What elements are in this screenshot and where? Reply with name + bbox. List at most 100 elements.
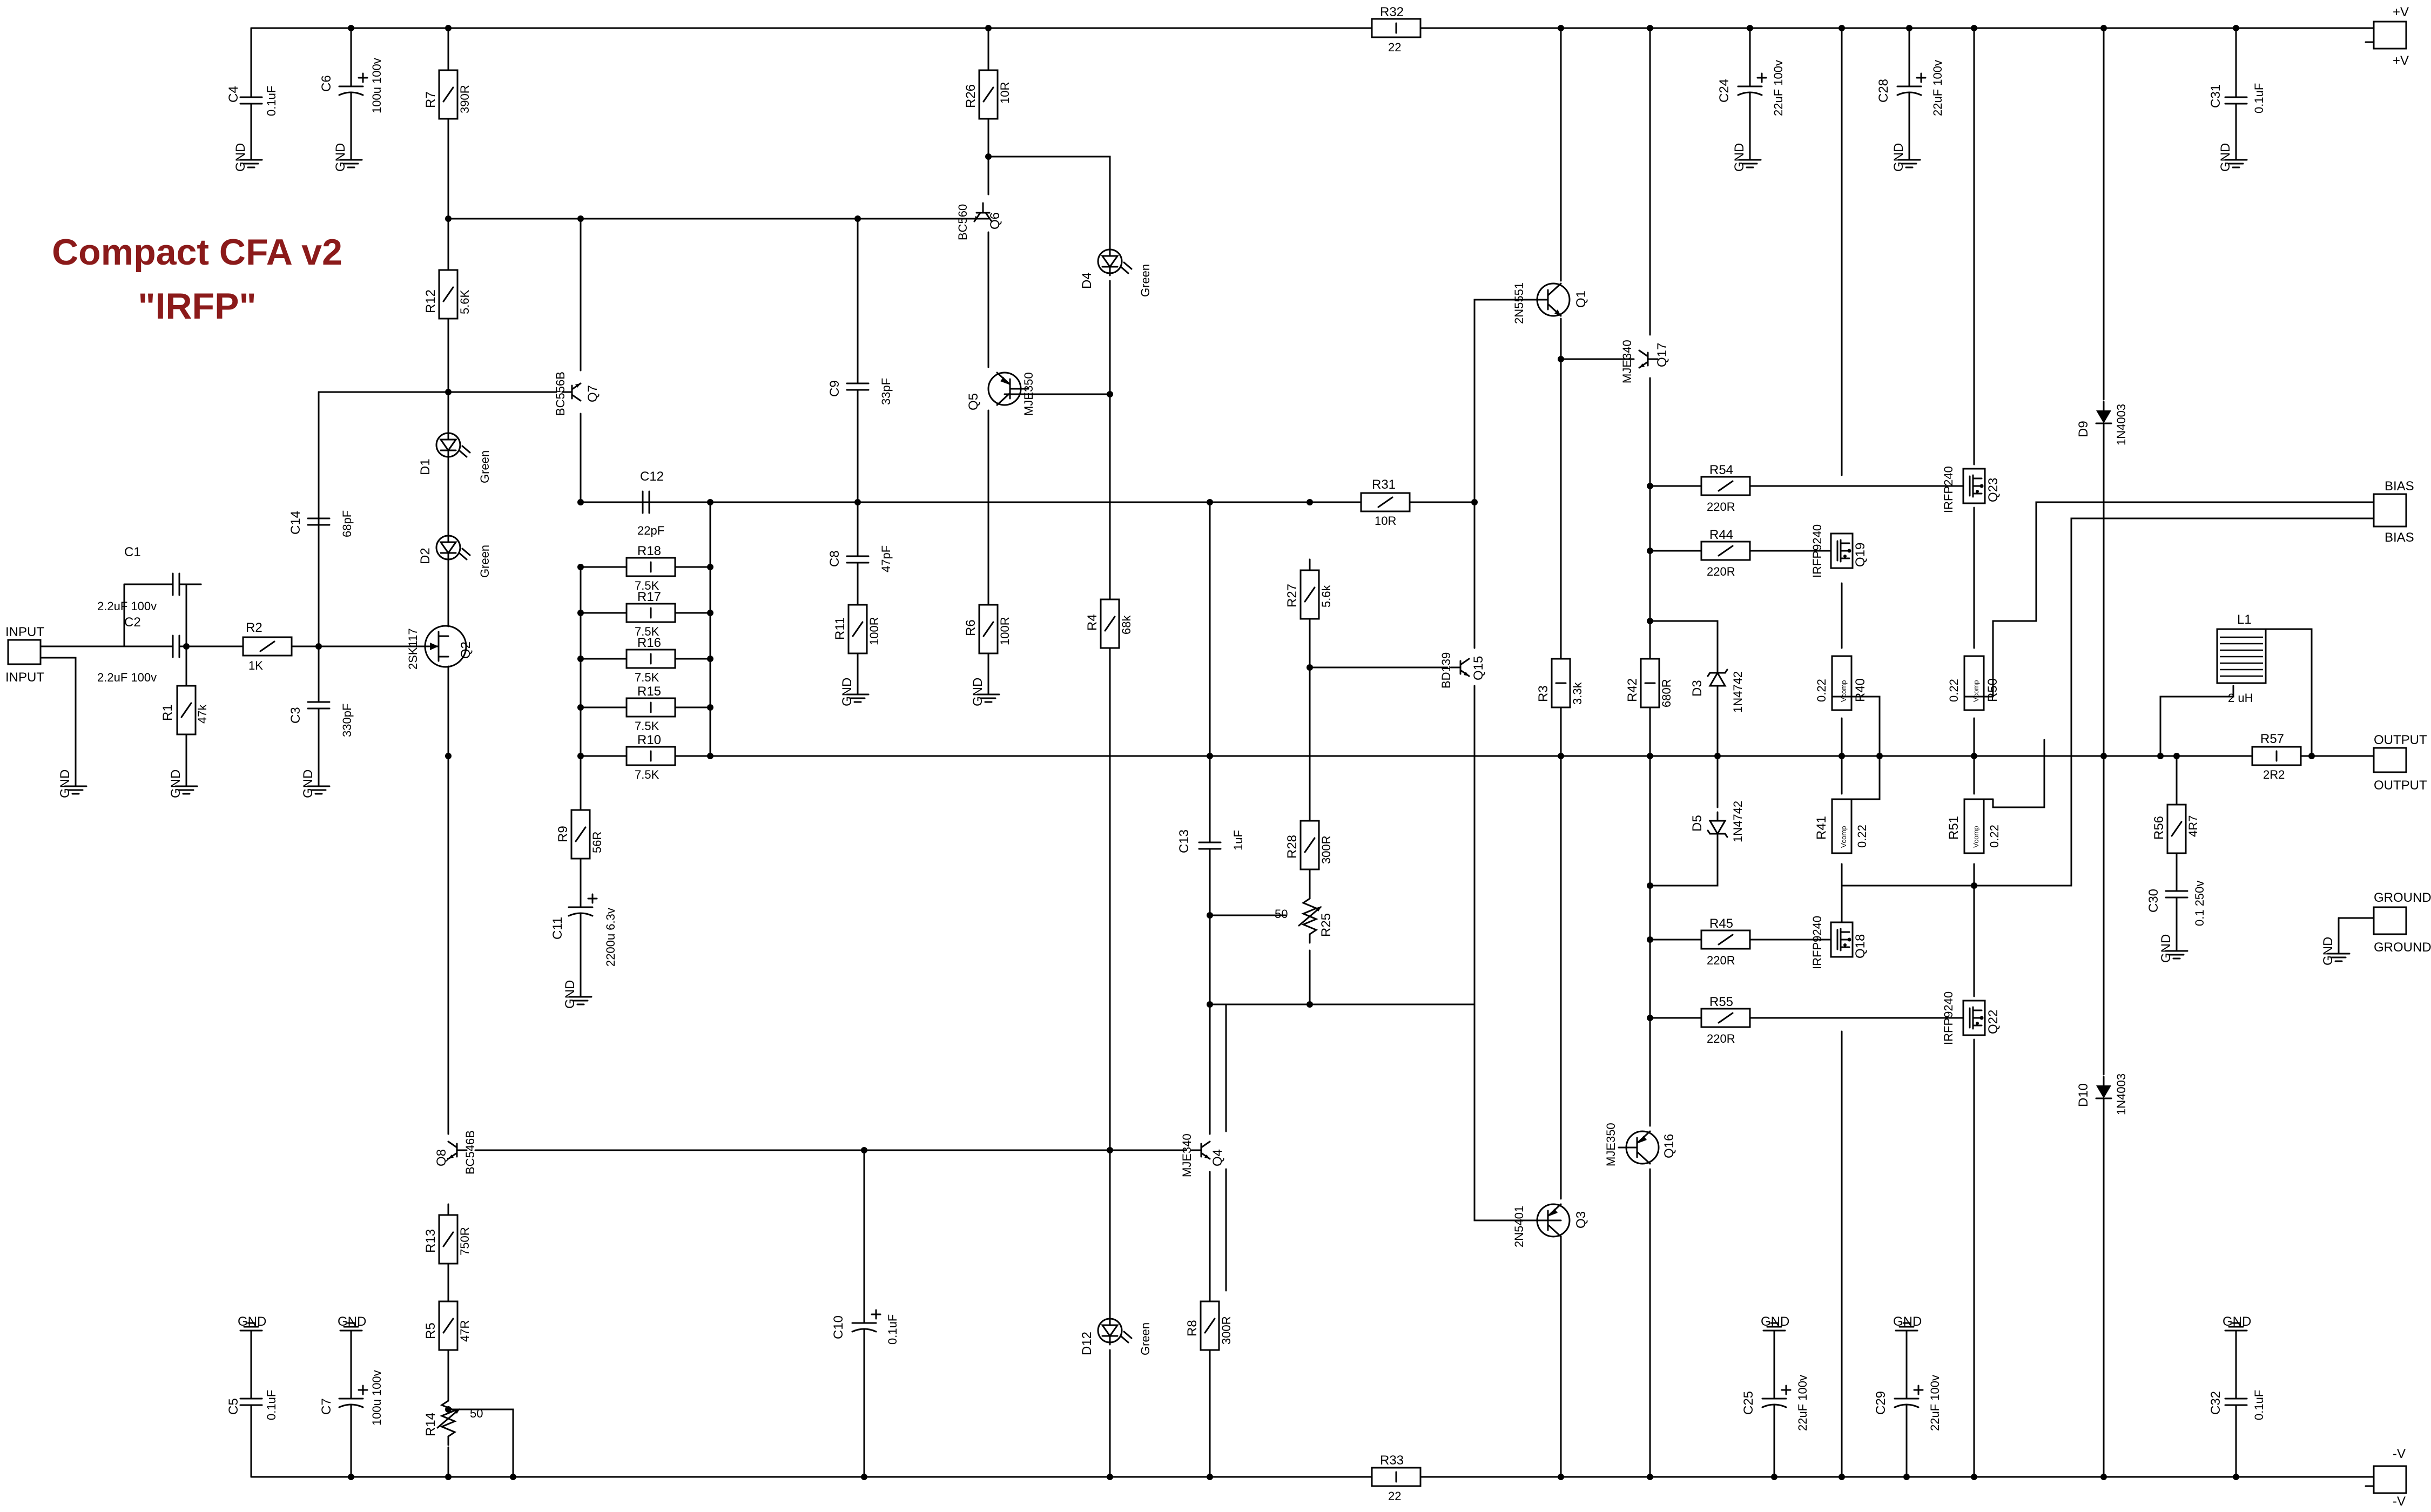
svg-text:0.22: 0.22 [1988,825,2001,848]
svg-text:22uF 100v: 22uF 100v [1928,1375,1942,1431]
svg-text:C14: C14 [288,511,303,535]
connector-bias[interactable]: BIAS BIAS [2373,479,2414,545]
svg-text:D12: D12 [1080,1332,1094,1355]
svg-text:R14: R14 [423,1413,438,1436]
svg-text:BD139: BD139 [1439,652,1453,688]
svg-text:R15: R15 [637,684,661,699]
svg-text:Q22: Q22 [1986,1010,2001,1034]
svg-text:0.1 250v: 0.1 250v [2193,881,2206,926]
connector-ground[interactable]: GROUND GROUND [2373,890,2431,955]
capacitor-c2[interactable]: C22.2uF 100v [97,615,202,684]
connector-vneg[interactable]: -V -V [2365,1447,2407,1509]
connector-vneg-label: -V [2393,1494,2406,1509]
connector-vpos[interactable]: +V +V [2365,5,2409,68]
svg-text:BC546B: BC546B [463,1130,477,1174]
connector-input[interactable]: INPUT INPUT [5,625,50,685]
capacitor-c1[interactable]: C12.2uF 100v [97,545,202,613]
svg-text:1K: 1K [248,659,263,672]
svg-text:Q1: Q1 [1574,291,1588,308]
connector-output[interactable]: OUTPUT OUTPUT [2373,733,2427,793]
inductor-l1[interactable]: L1 2 uH [2216,612,2267,705]
